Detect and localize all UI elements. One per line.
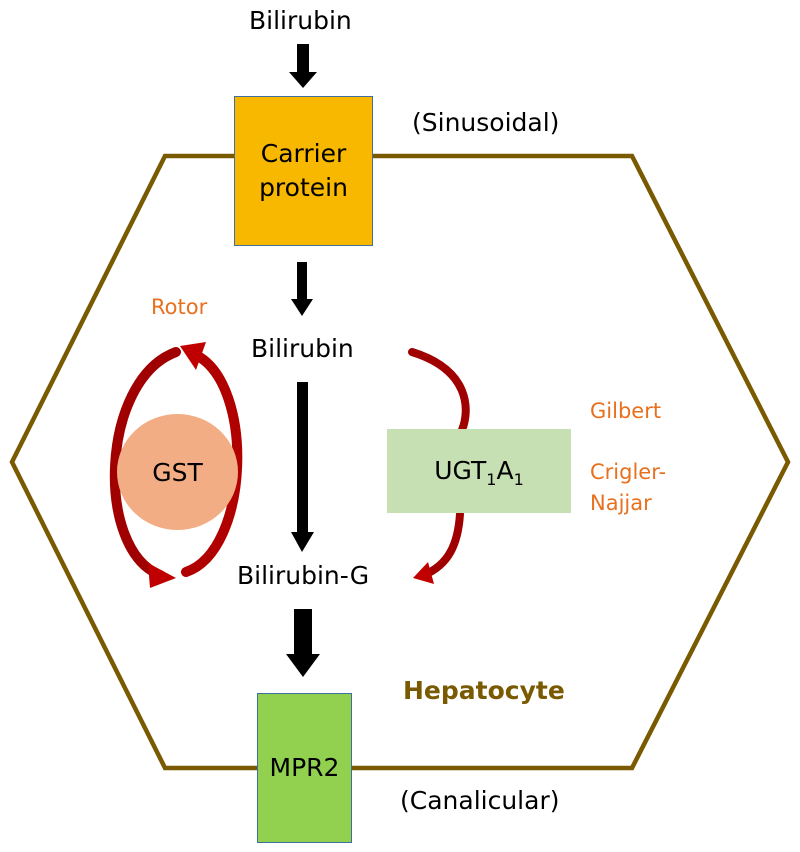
carrier-protein-box: Carrier protein (234, 96, 373, 246)
mpr2-box: MPR2 (257, 693, 352, 843)
hepatocyte-hexagon (9, 153, 791, 771)
arrow-bilirubin-to-bilirubin-g (291, 382, 314, 552)
arrow-bilirubin-to-carrier (289, 44, 317, 88)
arrow-bilirubin-g-to-mpr2 (286, 609, 320, 677)
gst-circle: GST (117, 414, 238, 530)
crigler-najjar-label-line2: Najjar (590, 491, 652, 515)
ugt1a1-box: UGT1A1 (387, 429, 571, 513)
mpr2-label: MPR2 (269, 753, 340, 782)
ugt1a1-label: UGT1A1 (434, 456, 524, 489)
carrier-protein-line1: Carrier (260, 139, 347, 168)
ugt-conjugation-arrow (408, 348, 470, 584)
rotor-label: Rotor (151, 295, 208, 319)
bilirubin-g-label: Bilirubin-G (237, 561, 370, 590)
bilirubin-top-label: Bilirubin (249, 6, 352, 35)
carrier-protein-line2: protein (259, 173, 348, 202)
crigler-najjar-label-line1: Crigler- (590, 460, 667, 484)
bilirubin-mid-label: Bilirubin (251, 334, 354, 363)
arrow-carrier-to-bilirubin (291, 262, 313, 316)
gilbert-label: Gilbert (590, 399, 662, 423)
hepatocyte-label: Hepatocyte (403, 676, 565, 705)
sinusoidal-label: (Sinusoidal) (412, 108, 560, 137)
canalicular-label: (Canalicular) (400, 786, 560, 815)
gst-label: GST (152, 457, 203, 487)
